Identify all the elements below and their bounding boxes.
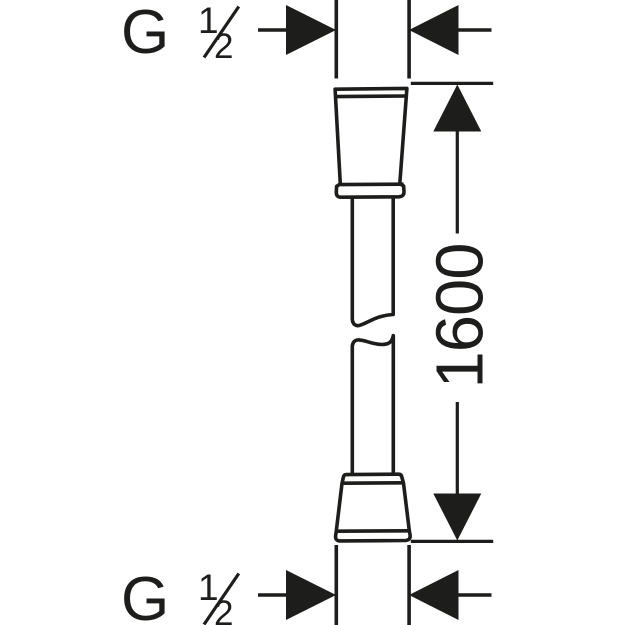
shower-hose-lower: [350, 333, 396, 473]
bottom-nut-outline: [333, 472, 412, 543]
top-thread-fraction-numerator: 1: [198, 0, 219, 41]
top-nut-outline: [333, 86, 409, 199]
top-fitting: [334, 0, 411, 79]
top-left-arrow-icon: [286, 5, 336, 55]
top-thread-fraction-denominator: 2: [214, 27, 233, 66]
bottom-thread-fraction-numerator: 1: [198, 567, 219, 608]
dimension-arrow-up-icon: [433, 84, 482, 132]
top-nut-rim-line: [336, 94, 407, 99]
bottom-fitting: [334, 545, 411, 625]
top-right-arrow-icon: [409, 5, 459, 55]
bottom-left-arrow-icon: [286, 570, 336, 620]
dimension-arrow-down-icon: [433, 493, 482, 541]
hose-upper-outline: [350, 198, 395, 328]
bottom-fraction-slash: [202, 572, 241, 625]
top-thread-label: G 1 2: [121, 0, 241, 67]
top-fraction-slash: [202, 5, 241, 59]
top-connector-nut: [333, 86, 409, 199]
bottom-right-arrow-icon: [409, 570, 459, 620]
length-dimension: 1600: [410, 81, 497, 544]
bottom-thread-letter: G: [121, 565, 169, 625]
dimension-value-label: 1600: [422, 243, 497, 388]
top-thread-letter: G: [121, 0, 169, 67]
top-width-arrows: [258, 5, 492, 55]
bottom-connector-nut: [333, 472, 412, 543]
bottom-thread-label: G 1 2: [121, 565, 241, 625]
hose-lower-outline: [350, 333, 396, 473]
bottom-thread-fraction-denominator: 2: [214, 594, 233, 625]
shower-hose-upper: [350, 198, 395, 328]
bottom-width-arrows: [258, 570, 492, 620]
